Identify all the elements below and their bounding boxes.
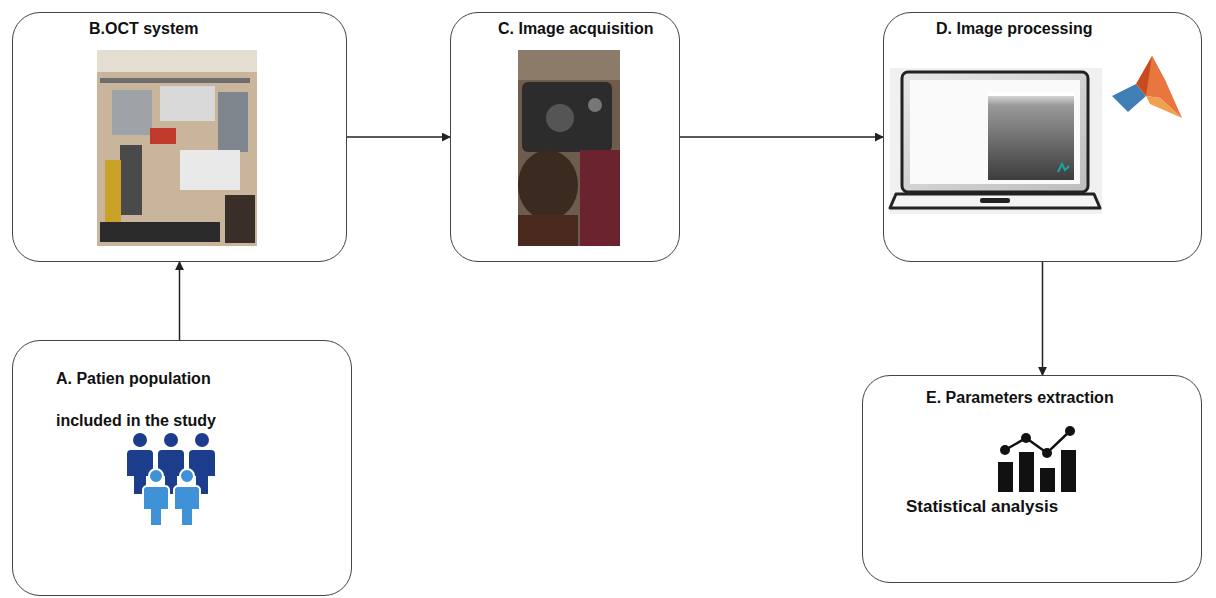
acquisition-photo — [518, 50, 620, 246]
process-box: C. Image acquisition — [450, 12, 680, 262]
box-title: A. Patien population included in the stu… — [56, 358, 261, 442]
chart-line — [1005, 431, 1070, 453]
device-part — [218, 92, 248, 152]
oct-mark — [1058, 164, 1069, 172]
box-title: D. Image processing — [936, 19, 1093, 39]
person-head — [164, 433, 178, 447]
person-body — [143, 486, 169, 526]
box-label: Statistical analysis — [906, 496, 1058, 518]
oct-band — [988, 92, 1074, 96]
chart-dot — [1021, 433, 1031, 443]
device-part — [160, 86, 215, 121]
person-head — [133, 433, 147, 447]
process-box: B.OCT system — [12, 12, 347, 262]
patient-body — [518, 215, 578, 246]
patient-head — [518, 150, 578, 220]
process-box: A. Patien population included in the stu… — [12, 340, 352, 596]
people-icon — [127, 433, 215, 526]
device-stand — [120, 145, 142, 215]
knob — [588, 98, 602, 112]
oct-image — [988, 92, 1074, 180]
shelf — [97, 50, 257, 72]
chart-bar — [1019, 452, 1034, 492]
oct-system-photo — [97, 50, 257, 246]
chair — [225, 195, 255, 243]
chart-bar — [998, 462, 1013, 492]
laptop-icon — [890, 68, 1102, 214]
photo-ground — [518, 50, 620, 246]
operator-arm — [580, 150, 620, 246]
device-part — [180, 150, 240, 190]
chart-bar — [1061, 450, 1076, 492]
device-base — [100, 222, 220, 242]
chart-dot — [1000, 445, 1010, 455]
box-title: E. Parameters extraction — [926, 388, 1114, 408]
flow-arrow — [179, 262, 181, 340]
chart-dot — [1042, 448, 1052, 458]
process-box: D. Image processing — [883, 12, 1202, 262]
chart-icon — [998, 426, 1076, 492]
person-head — [149, 469, 163, 483]
photo-ground — [97, 50, 257, 246]
screen-area — [910, 80, 1080, 184]
process-box: E. Parameters extractionStatistical anal… — [862, 375, 1202, 583]
logo-part — [1146, 56, 1182, 118]
photo-ground — [890, 68, 1102, 214]
lens — [546, 104, 574, 132]
flow-arrow — [680, 136, 883, 138]
chart-bar — [1040, 468, 1055, 492]
matlab-logo — [1112, 56, 1182, 118]
laptop-screen — [902, 72, 1088, 192]
flow-arrow — [1042, 262, 1044, 375]
person-head — [195, 433, 209, 447]
person-head — [180, 469, 194, 483]
device-part — [150, 128, 176, 144]
person-body — [174, 486, 200, 526]
box-title: B.OCT system — [89, 19, 198, 39]
laptop-base — [890, 194, 1100, 208]
flow-arrow — [347, 136, 450, 138]
device-part — [112, 90, 152, 135]
oct-head — [522, 82, 612, 152]
shelf-rail — [100, 78, 250, 83]
logo-part — [1146, 96, 1182, 118]
wall — [518, 50, 620, 80]
chart-dot — [1065, 426, 1075, 436]
laptop-notch — [980, 198, 1010, 203]
box-title: C. Image acquisition — [498, 19, 654, 39]
